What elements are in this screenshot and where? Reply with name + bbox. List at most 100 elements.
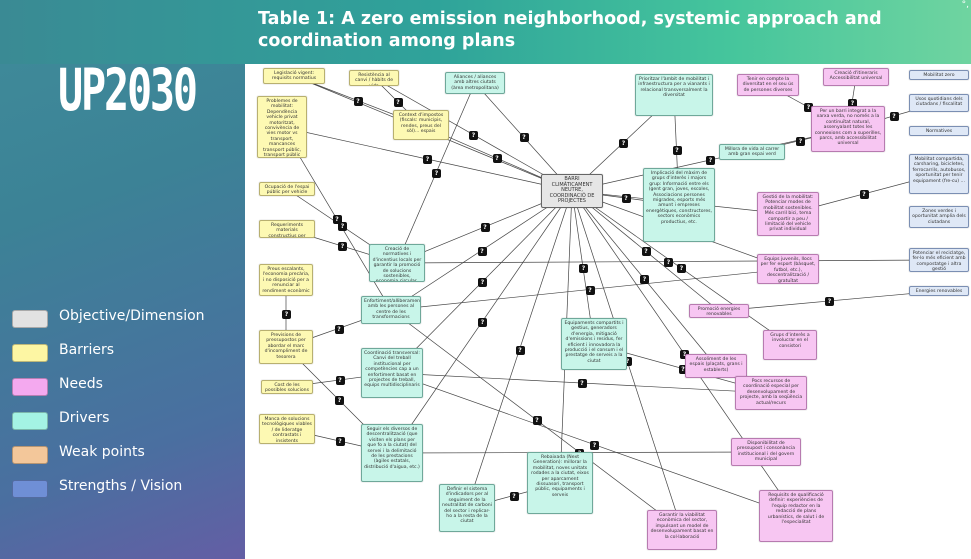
node-driver[interactable]: Aliances / aliances amb altres ciutats (… bbox=[445, 72, 505, 94]
question-badge[interactable]: ? bbox=[796, 136, 805, 146]
question-badge[interactable]: ? bbox=[680, 349, 689, 359]
legend-swatch bbox=[12, 446, 48, 464]
question-badge[interactable]: ? bbox=[623, 356, 632, 366]
question-badge[interactable]: ? bbox=[859, 190, 869, 199]
node-vision[interactable]: Potenciar el reciclatge, fer-lo més efic… bbox=[909, 248, 969, 272]
question-badge[interactable]: ? bbox=[579, 263, 588, 273]
question-badge[interactable]: ? bbox=[641, 247, 651, 256]
question-badge[interactable]: ? bbox=[848, 99, 857, 108]
node-objective[interactable]: BARRI CLIMÀTICAMENT NEUTRE, COORDINACIÓ … bbox=[541, 174, 603, 208]
question-badge[interactable]: ? bbox=[672, 146, 682, 155]
node-barrier[interactable]: Context d'impostos (fiscals: municipis, … bbox=[393, 110, 449, 140]
legend-swatch bbox=[12, 412, 48, 430]
question-badge[interactable]: ? bbox=[577, 379, 587, 388]
node-barrier[interactable]: Preus escalants, l'economia precària, i … bbox=[259, 264, 313, 296]
question-badge[interactable]: ? bbox=[332, 214, 342, 224]
legend-item-objective: Objective/Dimension bbox=[12, 306, 232, 332]
node-barrier[interactable]: Ocupació de l'espai públic per vehicle p… bbox=[259, 182, 315, 196]
question-badge[interactable]: ? bbox=[469, 130, 478, 140]
logo-text: UP2030 bbox=[58, 56, 198, 124]
legend-swatch bbox=[12, 480, 48, 498]
node-need[interactable]: Creació d'itineraris Accessibilitat univ… bbox=[823, 68, 889, 86]
legend-label: Objective/Dimension bbox=[59, 308, 205, 324]
node-need[interactable]: Pocs recursos de coordinació especial pe… bbox=[735, 376, 807, 410]
node-need[interactable]: Gestió de la mobilitat: Potenciar modes … bbox=[757, 192, 819, 236]
node-need[interactable]: Per un barri integrat a la xarxa verda, … bbox=[811, 106, 885, 152]
question-badge[interactable]: ? bbox=[640, 274, 649, 284]
node-driver[interactable]: Millora de vida al carrer amb gran espai… bbox=[719, 144, 785, 160]
node-need[interactable]: Requisits de qualificació definir: exper… bbox=[759, 490, 833, 542]
node-barrier[interactable]: Problemes de mobilitat: Dependència vehi… bbox=[257, 96, 307, 158]
node-need[interactable]: Promoció energies renovables bbox=[689, 304, 749, 318]
question-badge[interactable]: ? bbox=[338, 242, 347, 251]
node-barrier[interactable]: Cost de les possibles solucions bbox=[261, 380, 313, 394]
question-badge[interactable]: ? bbox=[664, 257, 673, 267]
node-vision[interactable]: Energies renovables bbox=[909, 286, 969, 296]
node-driver[interactable]: Coordinació transversal: Canvi del treba… bbox=[361, 348, 423, 398]
question-badge[interactable]: ? bbox=[282, 309, 291, 319]
question-badge[interactable]: ? bbox=[393, 97, 403, 107]
node-need[interactable]: Tenir en compte la diversitat en el seu … bbox=[737, 74, 799, 96]
question-badge[interactable]: ? bbox=[677, 264, 686, 273]
question-badge[interactable]: ? bbox=[889, 112, 899, 121]
node-need[interactable]: Equips juvenils, llocs per fer esport (b… bbox=[757, 254, 819, 284]
question-badge[interactable]: ? bbox=[621, 194, 631, 203]
node-driver[interactable]: Equipaments compartits i gestius, genera… bbox=[561, 318, 627, 370]
question-badge[interactable]: ? bbox=[492, 154, 502, 163]
question-badge[interactable]: ? bbox=[334, 324, 344, 334]
legend-label: Strengths / Vision bbox=[59, 478, 183, 494]
node-need[interactable]: Grups d'interès a involucrar en el consi… bbox=[763, 330, 817, 360]
diagram-canvas[interactable]: ????????????????????????????????????????… bbox=[245, 64, 971, 559]
node-driver[interactable]: Definir el sistema d'indicadors per al s… bbox=[439, 484, 495, 532]
legend-item-drivers: Drivers bbox=[12, 408, 232, 434]
node-driver[interactable]: Seguir els diversos de descentralització… bbox=[361, 424, 423, 482]
question-badge[interactable]: ? bbox=[825, 297, 834, 306]
question-badge[interactable]: ? bbox=[338, 222, 347, 231]
question-badge[interactable]: ? bbox=[423, 155, 432, 164]
question-badge[interactable]: ? bbox=[477, 246, 487, 256]
question-badge[interactable]: ? bbox=[590, 440, 599, 450]
question-badge[interactable]: ? bbox=[619, 139, 628, 148]
question-badge[interactable]: ? bbox=[335, 437, 345, 446]
node-driver[interactable]: Creació de normatives i d'incentius loca… bbox=[369, 244, 425, 282]
legend-item-strengths: Strengths / Vision bbox=[12, 476, 232, 502]
page-title: Table 1: A zero emission neighborhood, s… bbox=[258, 9, 882, 51]
question-badge[interactable]: ? bbox=[706, 156, 715, 165]
question-badge[interactable]: ? bbox=[804, 103, 813, 112]
question-badge[interactable]: ? bbox=[353, 96, 363, 106]
question-badge[interactable]: ? bbox=[432, 169, 441, 178]
node-vision[interactable]: Usos quotidians dels ciutadans / fiscali… bbox=[909, 94, 969, 112]
node-vision[interactable]: Normatives bbox=[909, 126, 969, 136]
node-barrier[interactable]: Manca de solucions tecnològiques viables… bbox=[259, 414, 315, 444]
node-driver[interactable]: Enfortiment/alliberament amb les persone… bbox=[361, 296, 421, 324]
question-badge[interactable]: ? bbox=[478, 278, 487, 287]
question-badge[interactable]: ? bbox=[585, 285, 595, 295]
node-barrier[interactable]: Requeriments materials constructius per … bbox=[259, 220, 315, 238]
question-badge[interactable]: ? bbox=[509, 491, 519, 501]
question-badge[interactable]: ? bbox=[478, 318, 487, 327]
header-band bbox=[0, 0, 971, 64]
node-vision[interactable]: Mobilitat compartida, carsharing, bicicl… bbox=[909, 154, 969, 194]
node-vision[interactable]: Zones verdes i oportunitat amplia dels c… bbox=[909, 206, 969, 228]
node-barrier[interactable]: Previsions de pressupostos per abordar e… bbox=[259, 330, 313, 364]
node-driver[interactable]: Prioritzar l'àmbit de mobilitat i infrae… bbox=[635, 74, 713, 116]
legend-swatch bbox=[12, 344, 48, 362]
legend-label: Needs bbox=[59, 376, 103, 392]
question-badge[interactable]: ? bbox=[480, 223, 490, 232]
node-barrier[interactable]: Resistència al canvi / hàbits de vida bbox=[349, 70, 399, 86]
question-badge[interactable]: ? bbox=[335, 376, 345, 385]
question-badge[interactable]: ? bbox=[519, 133, 529, 142]
node-vision[interactable]: Mobilitat zero bbox=[909, 70, 969, 80]
question-badge[interactable]: ? bbox=[532, 416, 542, 425]
node-need[interactable]: Garantir la viabilitat econòmica del sec… bbox=[647, 510, 717, 550]
question-badge[interactable]: ? bbox=[678, 364, 688, 374]
legend-item-weak-points: Weak points bbox=[12, 442, 232, 468]
node-driver[interactable]: Rebaixada (Next Generation): millorar la… bbox=[527, 452, 593, 514]
node-driver[interactable]: Implicació del màxim de grups d'interès … bbox=[643, 168, 715, 242]
up2030-logo: UP2030 bbox=[58, 58, 250, 122]
question-badge[interactable]: ? bbox=[335, 396, 344, 405]
node-need[interactable]: Disponibilitat de pressupost i consonànc… bbox=[731, 438, 801, 466]
node-barrier[interactable]: Legislació vigent: requisits normatius bbox=[263, 68, 325, 84]
node-need[interactable]: Assoliment de les espais (plaçats, grans… bbox=[685, 354, 747, 378]
question-badge[interactable]: ? bbox=[515, 345, 525, 355]
